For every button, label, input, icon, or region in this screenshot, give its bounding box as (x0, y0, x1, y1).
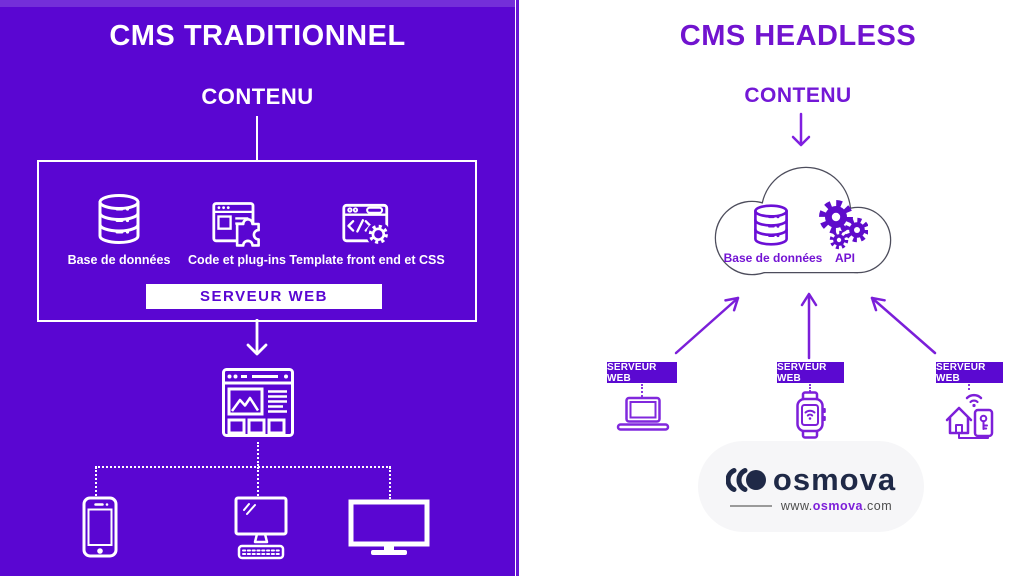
dotted-line-browser (257, 442, 259, 466)
desktop-computer-icon (234, 496, 288, 560)
dotted-line-monitor (389, 467, 391, 499)
component-label-code: Code et plug-ins (188, 253, 286, 267)
server-badge-laptop: SERVEUR WEB (607, 362, 677, 384)
dotted-link-laptop (641, 384, 643, 397)
down-arrow-right (791, 112, 811, 147)
right-panel-title: CMS HEADLESS (679, 20, 917, 52)
content-connector-line (256, 116, 258, 160)
code-plugins-icon (212, 202, 260, 247)
monitor-icon (348, 499, 430, 555)
left-content-label: CONTENU (201, 84, 314, 109)
web-server-bar: SERVEUR WEB (146, 284, 382, 309)
component-label-template: Template front end et CSS (289, 253, 445, 267)
url-tld: .com (863, 499, 893, 513)
cloud-database-icon (754, 204, 788, 246)
component-label-database: Base de données (67, 253, 171, 267)
down-arrow-left (246, 319, 268, 356)
brand-logo: osmova (698, 462, 924, 498)
template-css-icon (342, 203, 391, 247)
panel-divider (516, 0, 519, 576)
brand-url: www.osmova.com (781, 499, 892, 513)
website-browser-icon (222, 368, 294, 437)
server-badge-smart-home: SERVEUR WEB (936, 362, 1003, 384)
smart-home-icon (945, 393, 994, 439)
database-icon (98, 194, 140, 244)
dotted-line-desktop (257, 467, 259, 496)
url-divider-line (729, 505, 772, 507)
cloud-shape (714, 166, 892, 276)
osmova-logo-icon (725, 468, 766, 492)
dotted-link-smartwatch (809, 384, 811, 392)
dotted-line-phone (95, 467, 97, 496)
server-badge-smartwatch: SERVEUR WEB (777, 362, 844, 384)
dotted-link-smart-home (968, 384, 970, 390)
api-gears-icon (819, 200, 868, 250)
url-name: osmova (812, 499, 864, 513)
cloud-database-label: Base de données (723, 251, 823, 265)
url-www: www. (780, 499, 813, 513)
cloud-api-label: API (834, 251, 855, 265)
dotted-line-horizontal (95, 466, 391, 468)
smartphone-icon (82, 496, 118, 558)
left-panel-title: CMS TRADITIONNEL (109, 20, 406, 52)
brand-url-row: www.osmova.com (698, 499, 924, 513)
top-accent-strip (0, 0, 515, 7)
server-to-cloud-arrows (674, 292, 937, 360)
brand-pill (698, 441, 924, 532)
smartwatch-icon (796, 391, 826, 439)
right-content-label: CONTENU (744, 84, 852, 107)
brand-name: osmova (772, 462, 897, 497)
laptop-icon (616, 396, 670, 431)
